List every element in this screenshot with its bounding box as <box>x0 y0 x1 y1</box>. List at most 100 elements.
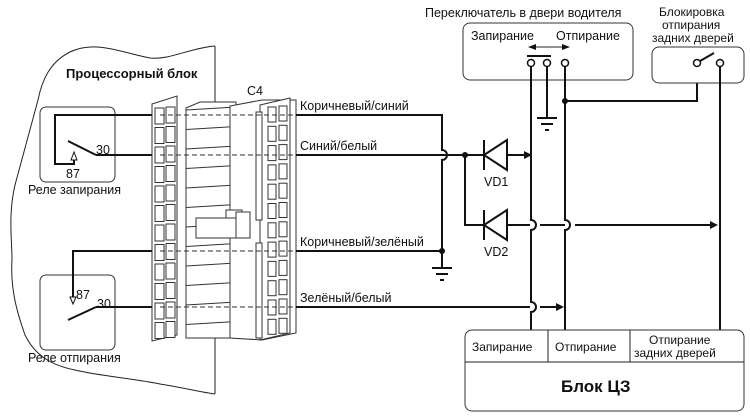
rear-lock-title-line-2: отпирания <box>662 18 720 32</box>
wire-unlock-line <box>564 67 571 330</box>
cz-cell-rear-unlock-line-2: задних дверей <box>634 346 716 360</box>
cz-block-box <box>464 329 745 412</box>
pin-cell <box>165 184 176 202</box>
c4-cell <box>278 221 288 238</box>
pin-cell <box>165 126 176 143</box>
terminal-icon <box>715 58 725 68</box>
pin-cell <box>165 321 176 338</box>
relay-lock-contact-arrow-icon <box>70 150 78 161</box>
c4-cell <box>278 279 288 296</box>
wire-label-brown-blue: Коричневый/синий <box>300 99 409 113</box>
terminal-icon <box>542 58 552 68</box>
cz-cell-lock: Запирание <box>472 340 533 354</box>
wire-to-vd2 <box>464 155 484 226</box>
pin-cell <box>154 107 165 125</box>
relay-lock-switch-arm <box>67 140 97 156</box>
c4-slot-line <box>185 126 237 130</box>
relay-unlock-label: Реле отпирания <box>28 351 121 365</box>
relay-unlock-wire-87 <box>72 250 160 298</box>
wire-label-brown-green: Коричневый/зелёный <box>300 235 424 249</box>
c4-cell <box>278 124 288 141</box>
wire-label-green-white: Зелёный/белый <box>300 291 392 305</box>
pin-cell <box>154 127 165 144</box>
c4-slot-line <box>185 243 237 247</box>
c4-cell <box>278 240 288 257</box>
c4-cell <box>267 125 277 142</box>
relay-unlock-switch-arm <box>67 306 97 321</box>
c4-slot-line <box>185 301 237 306</box>
wire-label-blue-white: Синий/белый <box>300 139 377 153</box>
relay-unlock-pin-87: 87 <box>76 288 90 302</box>
rear-lock-title-line-1: Блокировка <box>659 5 725 19</box>
relay-unlock-box <box>39 274 116 351</box>
c4-cell <box>267 280 277 297</box>
pin-cell <box>165 165 176 182</box>
c4-cell <box>267 241 277 258</box>
c4-slot-line <box>185 262 237 267</box>
pin-cell <box>154 302 165 320</box>
c4-cell <box>278 105 288 122</box>
pin-cell <box>154 224 165 242</box>
pin-cell <box>165 145 176 163</box>
c4-cell <box>267 145 277 162</box>
c4-slot-line <box>185 204 237 208</box>
pin-cell <box>165 262 176 280</box>
processor-block-outline <box>10 45 216 395</box>
c4-cell <box>278 163 288 180</box>
ground-icon <box>432 267 452 281</box>
pin-cell <box>165 223 176 241</box>
cz-cell-rear-unlock-line-1: Отпирание <box>649 333 711 347</box>
rear-lock-switch-arm <box>699 52 715 62</box>
connector-pin-housing <box>151 95 178 342</box>
c4-cell <box>267 183 277 200</box>
pin-cell <box>154 205 165 222</box>
c4-cell <box>267 260 277 277</box>
c4-cell <box>278 144 288 161</box>
pin-cell <box>154 185 165 203</box>
relay-lock-pin-30: 30 <box>96 143 110 157</box>
pin-cell <box>165 204 176 221</box>
c4-cell <box>278 182 288 199</box>
c4-cell <box>267 222 277 239</box>
relay-unlock-contact-arrow-icon <box>69 296 77 306</box>
driver-switch-lock-label: Запирание <box>471 29 534 43</box>
relay-lock-label: Реле запирания <box>28 183 121 197</box>
pin-cell <box>154 166 165 183</box>
c4-cell <box>267 203 277 219</box>
rear-lock-title-line-3: задних дверей <box>652 31 734 45</box>
relay-lock-wire-87 <box>54 114 160 165</box>
pin-cell <box>154 322 165 339</box>
connector-c4: C4 <box>185 84 297 341</box>
processor-block-title: Процессорный блок <box>66 66 198 81</box>
c4-slot-line <box>185 184 237 189</box>
relay-lock-pin-87: 87 <box>66 167 80 181</box>
pin-cell <box>154 263 165 281</box>
c4-cell <box>267 318 277 335</box>
c4-cell <box>278 202 288 218</box>
wire-lock-line <box>530 67 537 330</box>
cz-block-title: Блок ЦЗ <box>561 377 630 396</box>
c4-cell <box>278 317 288 334</box>
terminal-icon <box>526 58 536 68</box>
c4-slot-line <box>185 106 237 111</box>
diode-vd2-icon <box>482 208 718 242</box>
c4-cell <box>267 164 277 181</box>
double-arrow-icon <box>528 44 570 50</box>
pin-cell <box>154 244 165 261</box>
pin-cell <box>165 301 176 319</box>
connector-c4-label: C4 <box>247 84 263 98</box>
terminal-icon <box>560 58 570 68</box>
pin-cell <box>165 282 176 299</box>
driver-switch-unlock-label: Отпирание <box>556 29 620 43</box>
c4-slot-line <box>185 165 237 169</box>
cz-cell-unlock: Отпирание <box>555 340 617 354</box>
c4-slot-line <box>185 321 237 325</box>
c4-slot-line <box>185 145 237 150</box>
c4-cell <box>278 259 288 276</box>
driver-switch-title: Переключатель в двери водителя <box>425 6 621 20</box>
diode-vd2-label: VD2 <box>484 245 508 259</box>
pin-cell <box>154 283 165 300</box>
ground-icon <box>537 117 557 131</box>
diode-vd1-label: VD1 <box>484 175 508 189</box>
junction-dot <box>439 248 445 254</box>
